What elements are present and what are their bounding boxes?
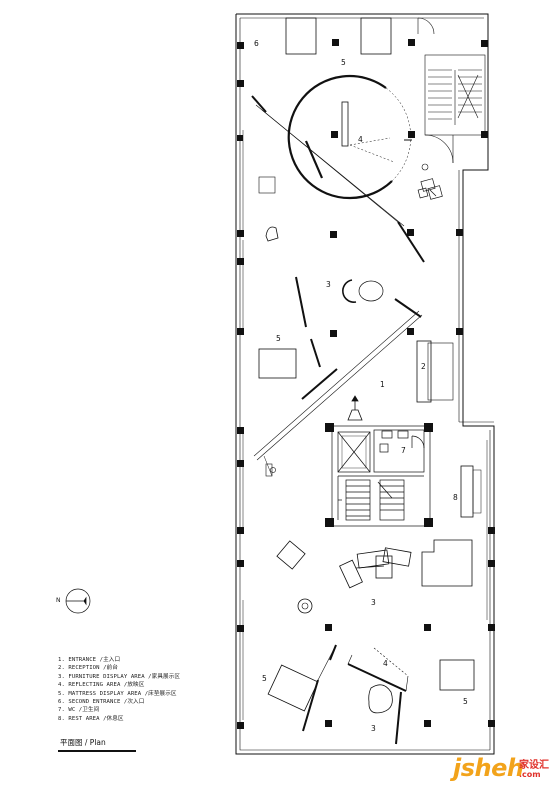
- legend-item: 6. SECOND ENTRANCE /次入口: [58, 699, 145, 706]
- mattress-left-mid: [258, 348, 297, 379]
- round-stool: [297, 598, 313, 614]
- room-number-2: 2: [421, 362, 426, 371]
- plan-caption: 平面图 / Plan: [60, 738, 106, 747]
- partitions: [251, 95, 425, 745]
- room-number-7: 7: [401, 446, 406, 455]
- room-number-1: 1: [380, 380, 385, 389]
- north-symbol: [65, 588, 91, 614]
- thin-diagonals: [253, 104, 423, 692]
- legend-item: 2. RECEPTION /前台: [58, 665, 118, 672]
- reflecting-area-top: [287, 74, 412, 200]
- reception-desk: [416, 340, 432, 403]
- room-number-5-top: 5: [341, 58, 346, 67]
- room-number-5-bottom-right: 5: [463, 697, 468, 706]
- brand-logo: jsheh 家设汇 .com: [453, 754, 549, 788]
- wall-outline: [235, 13, 495, 755]
- room-number-5-left: 5: [276, 334, 281, 343]
- legend-item: 7. WC /卫生间: [58, 707, 100, 714]
- sofa-set: [339, 547, 412, 589]
- legend-item: 8. REST AREA /休息区: [58, 715, 124, 722]
- room-number-3-bottom: 3: [371, 724, 376, 733]
- display-platform: [421, 539, 473, 587]
- oval-table: [368, 684, 393, 714]
- armchair-left: [265, 226, 279, 242]
- entrance-arrow: [347, 395, 363, 421]
- room-number-8: 8: [453, 493, 458, 502]
- mattress-top-right: [360, 17, 392, 55]
- room-number-6: 6: [254, 39, 259, 48]
- legend-item: 1. ENTRANCE /主入口: [58, 657, 121, 663]
- columns: [237, 39, 495, 729]
- mattress-bottom-right: [439, 659, 475, 691]
- brand-com: .com: [519, 770, 541, 779]
- room-number-4-bottom: 4: [383, 659, 388, 668]
- legend-item: 4. REFLECTING AREA /放映区: [58, 682, 145, 689]
- room-number-5-bottom-left: 5: [262, 674, 267, 683]
- brand-sub: 家设汇: [519, 760, 549, 771]
- side-table: [258, 176, 276, 194]
- brand-main: jsheh: [453, 754, 524, 782]
- room-number-3-top: 3: [326, 280, 331, 289]
- room-number-4-top: 4: [358, 135, 363, 144]
- mattress-bottom-left: [267, 664, 319, 712]
- caption-underline: [58, 750, 136, 752]
- legend-item: 5. MATTRESS DISPLAY AREA /床垫展示区: [58, 690, 177, 697]
- chair-set-right: [417, 178, 443, 200]
- north-label: N: [56, 597, 61, 604]
- core: [331, 425, 431, 527]
- rest-bench: [460, 465, 474, 518]
- round-table-3: [358, 280, 384, 302]
- staircase-top: [417, 17, 486, 164]
- legend: 1. ENTRANCE /主入口 2. RECEPTION /前台 3. FUR…: [58, 656, 180, 723]
- room-number-3-mid: 3: [371, 598, 376, 607]
- legend-item: 3. FURNITURE DISPLAY AREA /家具展示区: [58, 673, 181, 680]
- mattress-top-left: [285, 17, 317, 55]
- display-cube: [276, 540, 306, 570]
